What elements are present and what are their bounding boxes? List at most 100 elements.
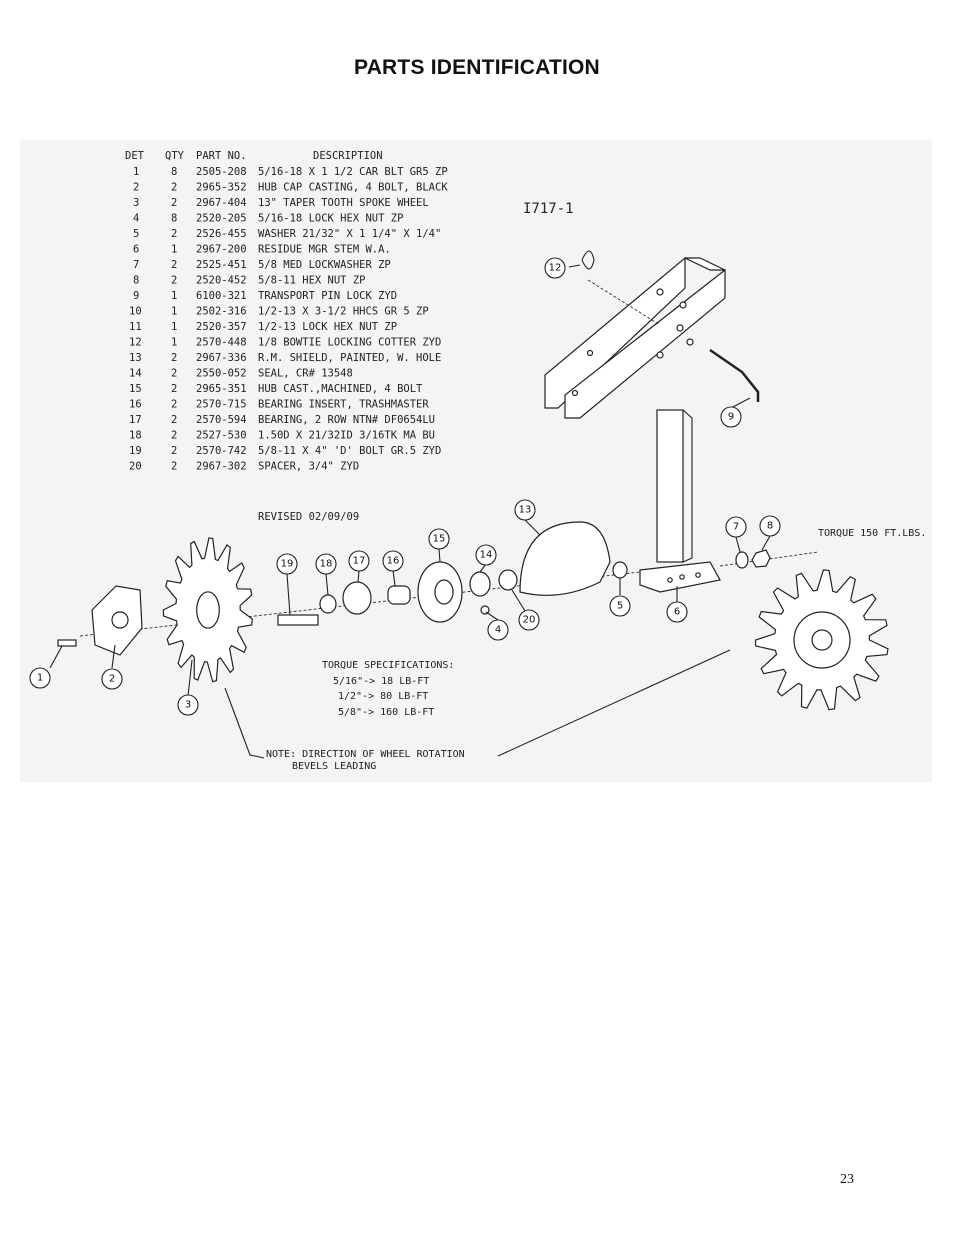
table-cell: 2520-357 — [196, 321, 247, 333]
table-cell: 12 — [129, 337, 142, 349]
callout-13: 13 — [514, 499, 536, 521]
hole — [686, 338, 694, 346]
callout-number: 6 — [674, 607, 680, 618]
table-cell: 2 — [171, 368, 177, 380]
callout-number: 2 — [109, 674, 115, 685]
callout-number: 1 — [37, 673, 43, 684]
arm-top — [684, 257, 726, 271]
callout-circle — [544, 257, 566, 279]
table-cell: R.M. SHIELD, PAINTED, W. HOLE — [258, 352, 441, 364]
table-cell: RESIDUE MGR STEM W.A. — [258, 244, 391, 256]
cotter-pin — [581, 250, 595, 270]
bearing — [342, 581, 372, 615]
table-cell: 5/8 MED LOCKWASHER ZP — [258, 259, 391, 271]
table-cell: 2967-404 — [196, 197, 247, 209]
lockwasher — [735, 551, 749, 569]
callout-number: 16 — [387, 556, 400, 567]
table-cell: 1/2-13 X 3-1/2 HHCS GR 5 ZP — [258, 306, 429, 318]
table-cell: WASHER 21/32" X 1 1/4" X 1/4" — [258, 228, 441, 240]
table-cell: 1 — [171, 244, 177, 256]
callout-circle — [348, 550, 370, 572]
rotation-note: NOTE: DIRECTION OF WHEEL ROTATION — [266, 749, 465, 760]
table-cell: 2 — [171, 228, 177, 240]
table-cell: 2 — [171, 461, 177, 473]
stem-assembly — [544, 250, 760, 593]
table-cell: 18 — [129, 430, 142, 442]
table-cell: SEAL, CR# 13548 — [258, 368, 353, 380]
callout-20: 20 — [518, 609, 540, 631]
hole — [676, 324, 684, 332]
spacer — [498, 569, 518, 591]
table-cell: 2965-351 — [196, 383, 247, 395]
rm-shield — [519, 521, 611, 596]
hole — [656, 288, 664, 296]
leader-lines — [49, 264, 771, 697]
table-cell: HUB CAST.,MACHINED, 4 BOLT — [258, 383, 423, 395]
callout-circle — [487, 619, 509, 641]
table-row: 14 2 2550-052 SEAL, CR# 13548 — [129, 368, 353, 380]
callout-number: 19 — [281, 559, 294, 570]
table-cell: 1 — [171, 337, 177, 349]
wheel-hub-bore — [811, 629, 833, 651]
callout-number: 5 — [617, 601, 623, 612]
torque-note: TORQUE 150 FT.LBS. — [818, 528, 926, 539]
callout-number: 14 — [480, 550, 493, 561]
table-cell: 19 — [129, 445, 142, 457]
rotation-note: BEVELS LEADING — [292, 761, 376, 772]
callout-circle — [720, 406, 742, 428]
table-header: DET — [125, 150, 145, 162]
table-cell: 2 — [133, 182, 139, 194]
torque-spec-heading: TORQUE SPECIFICATIONS: — [322, 660, 454, 671]
table-cell: 10 — [129, 306, 142, 318]
callout-3: 3 — [177, 694, 199, 716]
rotation-arrow-left — [224, 687, 265, 759]
right-wheel-assembly — [719, 549, 889, 711]
table-cell: 14 — [129, 368, 142, 380]
callout-number: 17 — [353, 556, 366, 567]
table-cell: 2570-448 — [196, 337, 247, 349]
hole — [695, 572, 701, 578]
table-cell: 2550-052 — [196, 368, 247, 380]
table-cell: 2505-208 — [196, 166, 247, 178]
washer — [319, 594, 337, 614]
hole — [586, 349, 594, 357]
callout-circle — [101, 668, 123, 690]
table-cell: 8 — [171, 213, 177, 225]
table-cell: 17 — [129, 414, 142, 426]
table-cell: 2 — [171, 414, 177, 426]
table-cell: 1/2-13 LOCK HEX NUT ZP — [258, 321, 397, 333]
hole — [679, 301, 687, 309]
stem-side — [682, 409, 693, 563]
table-cell: 5/8-11 HEX NUT ZP — [258, 275, 365, 287]
table-cell: SPACER, 3/4" ZYD — [258, 461, 359, 473]
callout-number: 12 — [549, 263, 562, 274]
table-cell: 2520-452 — [196, 275, 247, 287]
table-cell: TRANSPORT PIN LOCK ZYD — [258, 290, 397, 302]
table-cell: 2 — [171, 445, 177, 457]
callout-number: 18 — [320, 559, 333, 570]
table-cell: 2570-715 — [196, 399, 247, 411]
table-cell: 5/16-18 LOCK HEX NUT ZP — [258, 213, 403, 225]
callout-18: 18 — [315, 553, 337, 575]
spoke-wheel-left — [162, 537, 253, 683]
callout-circle — [666, 601, 688, 623]
callout-circle — [475, 544, 497, 566]
callout-9: 9 — [720, 406, 742, 428]
hub-bore — [434, 579, 454, 605]
leader-dash — [587, 279, 661, 326]
table-cell: 1 — [171, 306, 177, 318]
callout-5: 5 — [609, 595, 631, 617]
d-bolt — [277, 614, 319, 626]
table-cell: 5/16-18 X 1 1/2 CAR BLT GR5 ZP — [258, 166, 448, 178]
